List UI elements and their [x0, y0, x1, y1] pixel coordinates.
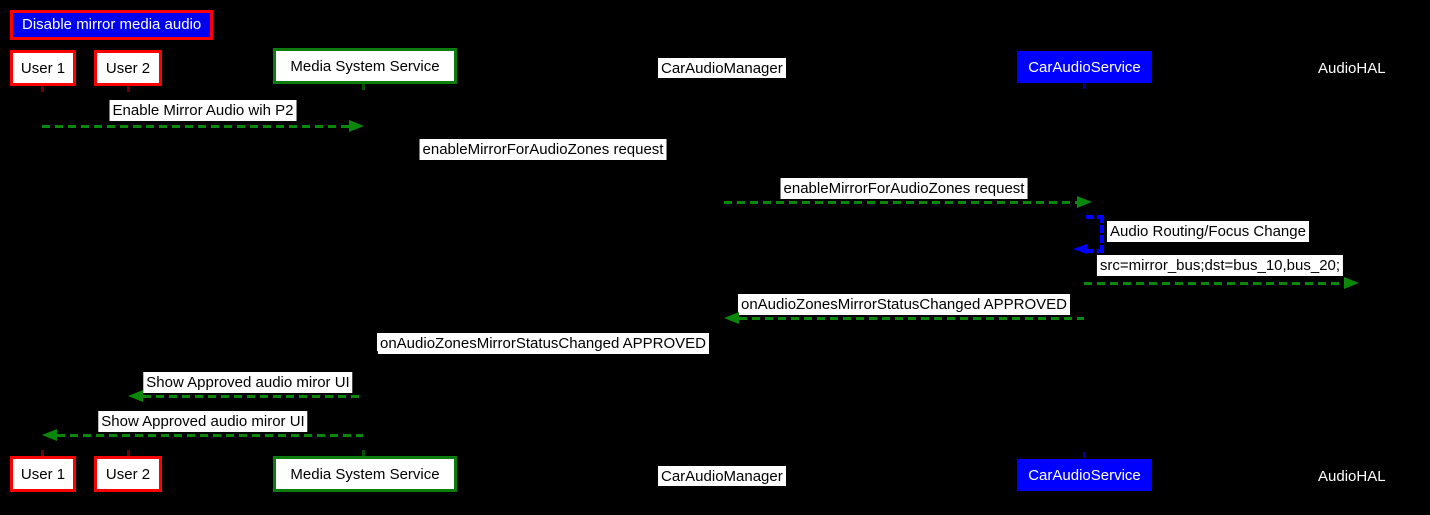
- message-arrow-line: [1084, 282, 1344, 285]
- participant-caraudiomanager-bottom: CarAudioManager: [658, 466, 786, 486]
- lifeline-stub: [1083, 452, 1086, 458]
- lifeline-stub: [127, 450, 130, 456]
- participant-user1-bottom: User 1: [10, 456, 76, 492]
- participant-media-system-service-top: Media System Service: [273, 48, 457, 84]
- message-label: onAudioZonesMirrorStatusChanged APPROVED: [737, 294, 1071, 315]
- arrowhead-right-icon: [1077, 196, 1092, 208]
- message-arrow-line: [143, 395, 363, 398]
- arrowhead-right-icon: [1344, 277, 1359, 289]
- message-label: onAudioZonesMirrorStatusChanged APPROVED: [376, 333, 710, 354]
- participant-user1-top: User 1: [10, 50, 76, 86]
- lifeline-caraudioservice: [1084, 88, 1085, 454]
- message-label: enableMirrorForAudioZones request: [419, 139, 667, 160]
- lifeline-user2: [128, 88, 129, 454]
- arrowhead-right-icon: [349, 120, 364, 132]
- arrowhead-left-icon: [42, 429, 57, 441]
- message-label: Show Approved audio miror UI: [143, 372, 353, 393]
- arrowhead-left-icon: [363, 351, 378, 363]
- diagram-title: Disable mirror media audio: [10, 10, 214, 40]
- arrowhead-left-icon: [724, 312, 739, 324]
- message-label: Audio Routing/Focus Change: [1107, 221, 1309, 242]
- lifeline-stub: [41, 450, 44, 456]
- arrowhead-left-icon: [1073, 244, 1087, 254]
- message-arrow-line: [363, 162, 709, 165]
- participant-audiohal-top: AudioHAL: [1318, 59, 1386, 77]
- lifeline-stub: [362, 84, 365, 90]
- arrowhead-left-icon: [128, 390, 143, 402]
- participant-caraudioservice-top: CarAudioService: [1017, 51, 1152, 83]
- arrowhead-right-icon: [709, 157, 724, 169]
- lifeline-media-system-service: [363, 88, 364, 454]
- participant-user2-top: User 2: [94, 50, 162, 86]
- lifeline-caraudiomanager: [724, 88, 725, 454]
- self-message-loop: [1086, 215, 1104, 253]
- message-arrow-line: [724, 201, 1077, 204]
- lifeline-stub: [362, 450, 365, 456]
- message-label: enableMirrorForAudioZones request: [780, 178, 1028, 199]
- participant-media-system-service-bottom: Media System Service: [273, 456, 457, 492]
- message-label: src=mirror_bus;dst=bus_10,bus_20;: [1096, 255, 1344, 276]
- participant-caraudiomanager-top: CarAudioManager: [658, 58, 786, 78]
- participant-caraudioservice-bottom: CarAudioService: [1017, 459, 1152, 491]
- message-arrow-line: [378, 356, 724, 359]
- lifeline-stub: [41, 86, 44, 92]
- message-arrow-line: [42, 125, 349, 128]
- lifeline-audiohal: [1357, 88, 1358, 454]
- participant-user2-bottom: User 2: [94, 456, 162, 492]
- message-label: Enable Mirror Audio wih P2: [109, 100, 297, 121]
- participant-audiohal-bottom: AudioHAL: [1318, 467, 1386, 485]
- message-label: Show Approved audio miror UI: [98, 411, 308, 432]
- lifeline-stub: [1083, 83, 1086, 89]
- message-arrow-line: [57, 434, 363, 437]
- lifeline-user1: [42, 88, 43, 454]
- message-arrow-line: [739, 317, 1084, 320]
- lifeline-stub: [127, 86, 130, 92]
